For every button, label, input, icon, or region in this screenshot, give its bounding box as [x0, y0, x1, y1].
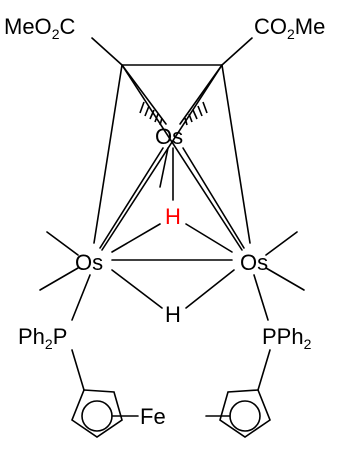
bond-osleft-pleft [71, 274, 91, 321]
iron-label: Fe [140, 404, 166, 429]
bond-osright-hbot [185, 269, 235, 309]
bond-pright-cp [257, 349, 271, 391]
bond-osright-hred [185, 223, 233, 253]
os-top-label: Os [155, 124, 183, 149]
bond-cright-osright [221, 64, 251, 244]
bond-cright-ester [221, 37, 253, 66]
os-right-label: Os [240, 250, 268, 275]
ester-right-label: CO2Me [254, 14, 325, 42]
bond-osleft-hbot [111, 269, 163, 309]
bond-osleft-hred [111, 223, 161, 253]
phosphine-left-label: Ph2P [18, 324, 67, 352]
phosphine-right-label: PPh2 [262, 324, 312, 352]
cp-ring-right [219, 389, 271, 438]
cp-ring-left [71, 389, 123, 438]
os-top-ligand-left [139, 101, 163, 126]
os-right-ligand-lower [265, 267, 305, 291]
ester-left-label: MeO2C [4, 14, 75, 42]
os-left-ligand-lower [39, 267, 79, 291]
bond-cright-osleft [101, 64, 223, 251]
hydride-bridge-top: H [165, 204, 181, 229]
os-top-ligand-right [184, 101, 208, 126]
bond-cleft-osright [121, 64, 243, 251]
bond-cleft-ostop [121, 64, 167, 125]
os-left-label: Os [75, 250, 103, 275]
bond-ostop-osright [182, 147, 245, 249]
os-left-ligand-upper [46, 231, 79, 256]
bond-osright-pright [253, 274, 269, 321]
bond-ostop-osleft [99, 147, 164, 249]
hydride-bridge-bottom: H [165, 302, 181, 327]
os-right-ligand-upper [265, 231, 298, 256]
bond-pleft-cp [71, 349, 85, 391]
os-top-ligand-down [159, 147, 169, 188]
bond-cleft-osleft [93, 64, 123, 244]
bond-cleft-ester [91, 37, 123, 66]
